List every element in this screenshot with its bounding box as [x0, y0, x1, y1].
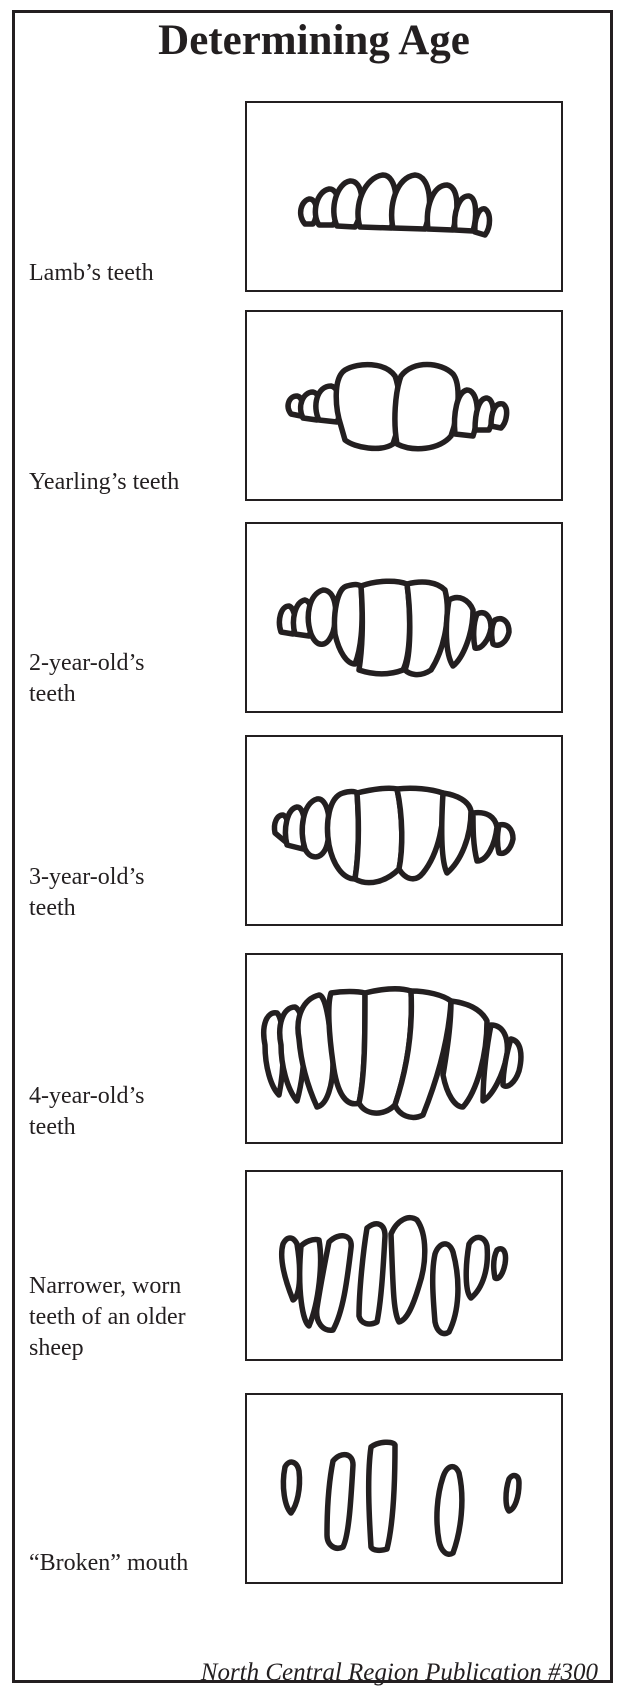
two-year-old-teeth-panel — [245, 522, 563, 713]
two-year-old-teeth-label-line: teeth — [29, 679, 239, 710]
yearling-teeth-icon — [247, 312, 561, 499]
publication-credit: North Central Region Publication #300 — [201, 1660, 598, 1685]
four-year-old-teeth-label-line: teeth — [29, 1112, 239, 1143]
two-year-old-teeth-label: 2-year-old’s teeth — [29, 648, 239, 710]
four-year-old-teeth-icon — [247, 955, 561, 1142]
two-year-old-teeth-icon — [247, 524, 561, 711]
lamb-teeth-label-line: Lamb’s teeth — [29, 258, 239, 289]
yearling-teeth-panel — [245, 310, 563, 501]
older-sheep-teeth-label: Narrower, worn teeth of an older sheep — [29, 1271, 239, 1364]
broken-mouth-teeth-label-line: “Broken” mouth — [29, 1548, 239, 1579]
older-sheep-teeth-panel — [245, 1170, 563, 1361]
four-year-old-teeth-label: 4-year-old’s teeth — [29, 1081, 239, 1143]
three-year-old-teeth-label-line: 3-year-old’s — [29, 862, 239, 893]
broken-mouth-teeth-icon — [247, 1395, 561, 1582]
lamb-teeth-icon — [247, 103, 561, 290]
three-year-old-teeth-label-line: teeth — [29, 893, 239, 924]
page-title: Determining Age — [0, 16, 628, 65]
lamb-teeth-panel — [245, 101, 563, 292]
three-year-old-teeth-label: 3-year-old’s teeth — [29, 862, 239, 924]
older-sheep-teeth-label-line: Narrower, worn — [29, 1271, 239, 1302]
four-year-old-teeth-panel — [245, 953, 563, 1144]
lamb-teeth-label: Lamb’s teeth — [29, 258, 239, 289]
broken-mouth-teeth-label: “Broken” mouth — [29, 1548, 239, 1579]
two-year-old-teeth-label-line: 2-year-old’s — [29, 648, 239, 679]
broken-mouth-teeth-panel — [245, 1393, 563, 1584]
three-year-old-teeth-icon — [247, 737, 561, 924]
three-year-old-teeth-panel — [245, 735, 563, 926]
four-year-old-teeth-label-line: 4-year-old’s — [29, 1081, 239, 1112]
older-sheep-teeth-label-line: sheep — [29, 1333, 239, 1364]
yearling-teeth-label-line: Yearling’s teeth — [29, 467, 239, 498]
older-sheep-teeth-label-line: teeth of an older — [29, 1302, 239, 1333]
yearling-teeth-label: Yearling’s teeth — [29, 467, 239, 498]
older-sheep-teeth-icon — [247, 1172, 561, 1359]
